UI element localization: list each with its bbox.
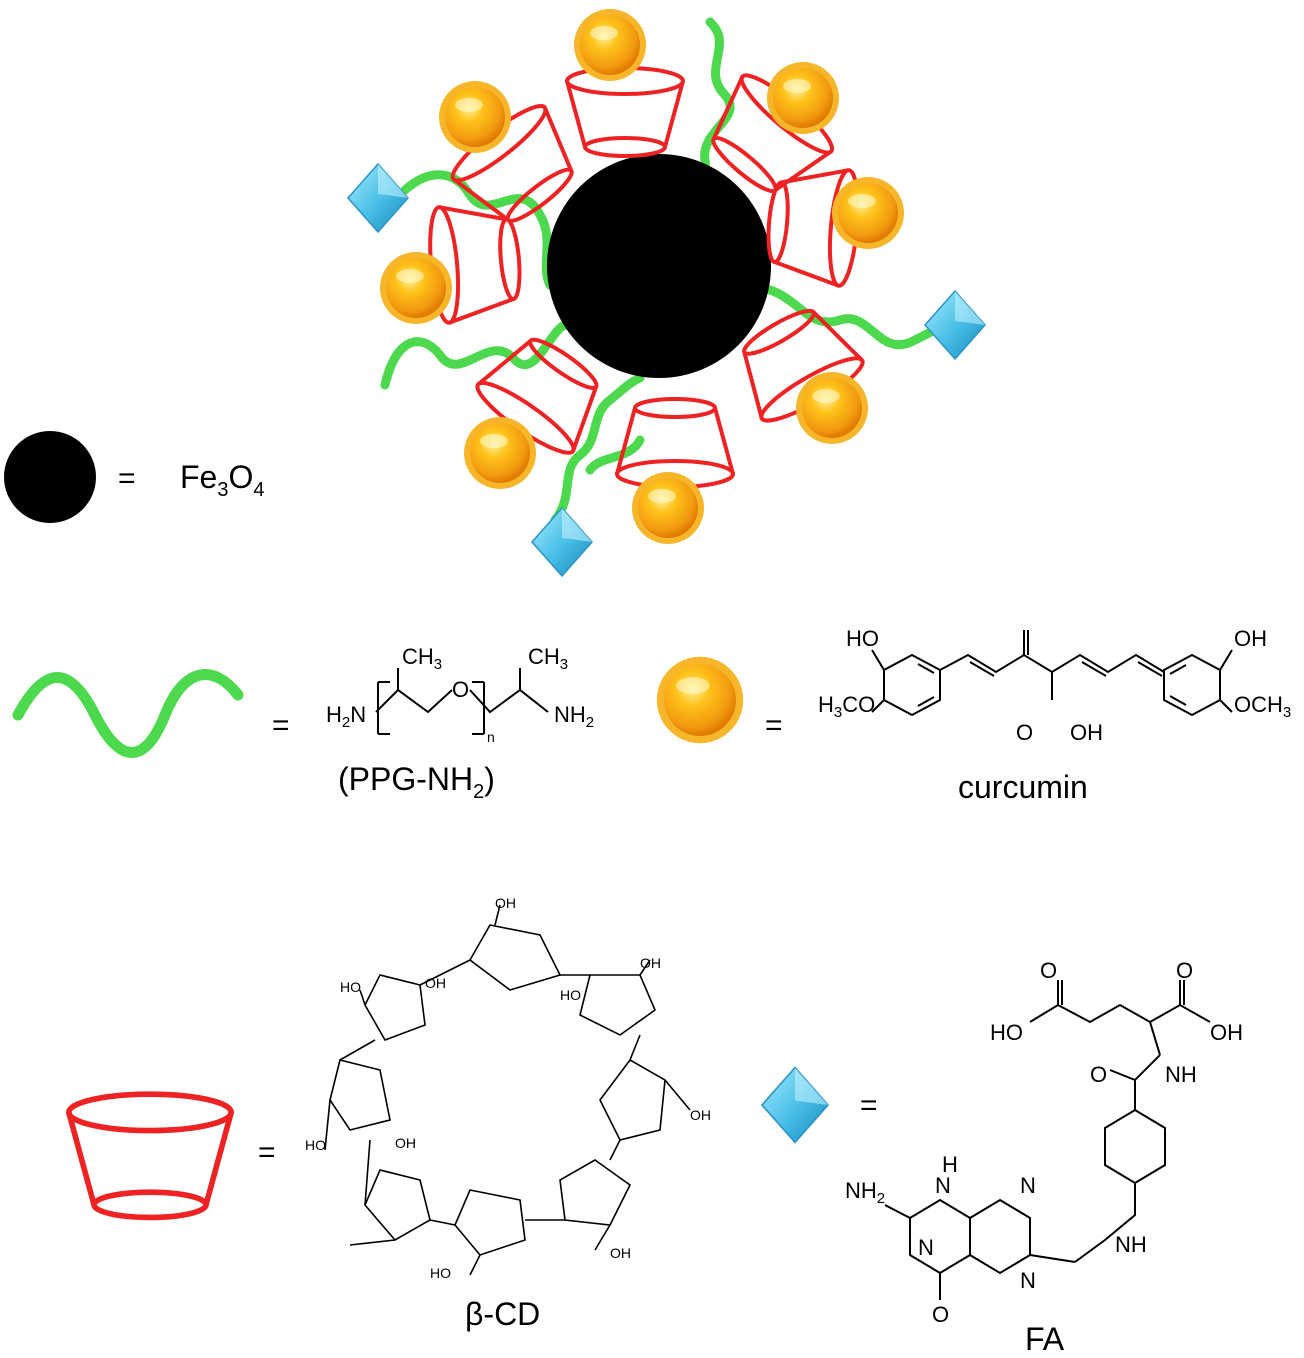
- svg-text:OH: OH: [1234, 626, 1267, 651]
- green-wave-icon: [12, 669, 244, 758]
- legend-ppg: = CH3 CH3 H2N O n NH2 (PPG-NH2): [12, 644, 594, 803]
- svg-text:n: n: [487, 729, 495, 745]
- svg-text:HO: HO: [990, 1020, 1023, 1045]
- curcumin-structure: [871, 630, 1233, 717]
- svg-text:HO: HO: [305, 1137, 326, 1153]
- bcd-structure: [324, 904, 691, 1276]
- polymer-chain-right: [765, 285, 950, 350]
- svg-text:=: =: [272, 709, 290, 742]
- svg-text:N: N: [1020, 1173, 1036, 1198]
- fe3o4-core: [547, 154, 771, 378]
- svg-text:OH: OH: [640, 955, 661, 971]
- ppg-structure: [375, 668, 549, 735]
- folate-diamond: [531, 507, 593, 577]
- curcumin-sphere: [574, 9, 646, 81]
- cd-cone-top: [565, 66, 685, 158]
- svg-text:OH: OH: [1210, 1020, 1243, 1045]
- curcumin-sphere: [464, 417, 536, 489]
- ppg-ch3-2: CH3: [528, 644, 568, 673]
- svg-text:=: =: [258, 1136, 276, 1169]
- curcumin-och3: OCH3: [1234, 692, 1291, 721]
- black-circle-icon: [4, 431, 96, 523]
- polymer-chain-bottom: [550, 373, 645, 525]
- svg-text:HO: HO: [560, 987, 581, 1003]
- ppg-caption: (PPG-NH2): [338, 761, 495, 803]
- svg-text:H: H: [942, 1152, 958, 1177]
- svg-text:OH: OH: [1070, 720, 1103, 745]
- fa-structure: [884, 980, 1211, 1300]
- curcumin-sphere: [380, 252, 452, 324]
- svg-text:N: N: [935, 1173, 951, 1198]
- legend-fe3o4: = Fe3O4: [4, 431, 264, 523]
- svg-text:curcumin: curcumin: [958, 769, 1088, 805]
- fe3o4-label: Fe3O4: [180, 459, 264, 501]
- svg-text:=: =: [118, 462, 136, 495]
- legend-fa: = O O HO OH O NH NH H N N N N O NH2 FA: [761, 958, 1243, 1357]
- curcumin-sphere: [796, 372, 868, 444]
- svg-text:N: N: [1020, 1268, 1036, 1293]
- blue-diamond-icon: [761, 1066, 829, 1144]
- folate-diamond: [924, 290, 986, 360]
- svg-text:O: O: [1016, 720, 1033, 745]
- svg-text:HO: HO: [430, 1265, 451, 1281]
- orange-sphere-icon: [656, 656, 744, 744]
- svg-text:OH: OH: [610, 1245, 631, 1261]
- curcumin-sphere: [439, 81, 511, 153]
- curcumin-sphere: [767, 62, 839, 134]
- polymer-chain-mid: [585, 435, 645, 475]
- legend-curcumin: = HO H3CO O OH OH OCH3 curcumin: [656, 626, 1291, 805]
- svg-text:=: =: [860, 1089, 878, 1122]
- svg-text:NH: NH: [1115, 1232, 1147, 1257]
- svg-text:OH: OH: [495, 895, 516, 911]
- svg-text:O: O: [1090, 1062, 1107, 1087]
- svg-text:N: N: [918, 1235, 934, 1260]
- svg-text:HO: HO: [340, 979, 361, 995]
- red-truncated-cone-icon: [69, 1094, 231, 1217]
- svg-text:FA: FA: [1025, 1321, 1065, 1357]
- folate-diamond: [347, 163, 409, 233]
- svg-text:=: =: [765, 709, 783, 742]
- curcumin-sphere: [832, 177, 904, 249]
- legend-bcd: = OH OH HO OH OH HO HO HO OH OH β-CD: [69, 895, 711, 1332]
- nanoparticle-assembly: [347, 9, 986, 577]
- svg-text:HO: HO: [846, 626, 879, 651]
- svg-text:O: O: [1040, 958, 1057, 983]
- curcumin-sphere: [632, 472, 704, 544]
- fa-nh2: NH2: [845, 1178, 885, 1207]
- svg-text:NH: NH: [1165, 1062, 1197, 1087]
- svg-text:OH: OH: [395, 1135, 416, 1151]
- ppg-ch3-1: CH3: [402, 644, 442, 673]
- svg-text:O: O: [932, 1302, 949, 1327]
- ppg-nh2: NH2: [554, 702, 594, 731]
- svg-text:OH: OH: [690, 1107, 711, 1123]
- svg-text:OH: OH: [425, 975, 446, 991]
- svg-text:O: O: [452, 677, 469, 702]
- svg-text:O: O: [1176, 958, 1193, 983]
- polymer-chain-left: [400, 170, 555, 290]
- ppg-h2n: H2N: [326, 702, 366, 731]
- curcumin-h3co: H3CO: [818, 692, 875, 721]
- svg-text:β-CD: β-CD: [465, 1296, 540, 1332]
